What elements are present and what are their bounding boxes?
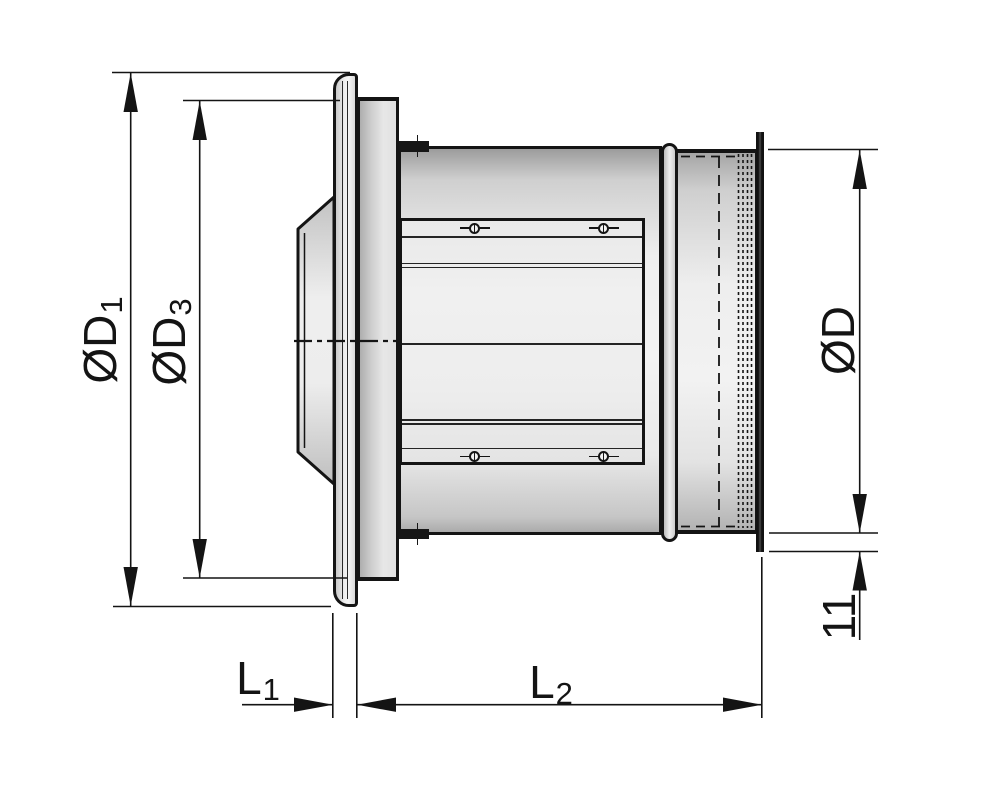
arrowhead-l1 <box>294 697 333 712</box>
arrowhead-d1-top <box>123 73 138 112</box>
dim-label-d1-sub: 1 <box>94 296 130 314</box>
access-panel <box>398 217 645 468</box>
panel-screw <box>588 446 619 468</box>
dim-label-l2-text: L <box>529 656 555 708</box>
dim-label-l1: L1 <box>236 652 280 705</box>
panel-seam-line <box>401 419 642 421</box>
rolled-bead <box>660 142 678 542</box>
dim-label-d1: ØD1 <box>74 296 129 384</box>
front-flange-inner-line <box>347 81 349 599</box>
dim-label-d3-text: ØD <box>143 316 195 386</box>
dim-label-l2: L2 <box>529 656 573 709</box>
dim-label-11-text: 11 <box>813 592 865 641</box>
dim-label-d1-text: ØD <box>74 314 126 384</box>
arrowhead-l2-left <box>357 697 396 712</box>
screw-tick <box>602 451 605 462</box>
clamp-tab-bottom-tick <box>416 523 419 545</box>
clamp-tab-top <box>399 141 429 152</box>
clamp-tab-bottom <box>399 528 429 539</box>
rear-flange <box>755 132 764 552</box>
arrowhead-d3-top <box>192 101 207 140</box>
clamp-tab-top-tick <box>416 135 419 157</box>
screw-tick <box>473 451 476 462</box>
screw-tick <box>473 223 476 233</box>
dim-label-l1-text: L <box>236 652 262 704</box>
panel-seam-line <box>401 262 642 264</box>
panel-screw <box>588 217 619 239</box>
arrowhead-d-bottom <box>852 494 867 533</box>
arrowhead-d-top <box>852 150 867 189</box>
arrowhead-lip <box>852 551 867 591</box>
panel-seam-line <box>401 447 642 449</box>
panel-screw <box>459 217 490 239</box>
inlet-cone <box>296 195 336 486</box>
screw-tick <box>602 223 605 233</box>
duct-spigot <box>676 148 758 534</box>
dim-label-d: ØD <box>812 305 864 375</box>
flange-plate <box>356 97 399 581</box>
arrowhead-d1-bottom <box>123 567 138 606</box>
front-flange <box>332 73 358 607</box>
dim-label-11: 11 <box>813 592 865 641</box>
arrowhead-d3-bottom <box>192 539 207 578</box>
dim-label-d3: ØD3 <box>143 298 198 386</box>
panel-center-seam <box>401 342 642 345</box>
panel-seam-line <box>401 266 642 268</box>
dim-label-l2-sub: 2 <box>555 676 573 712</box>
dim-label-d3-sub: 3 <box>163 298 199 316</box>
front-flange-inner-line <box>342 81 344 599</box>
arrowhead-l2-right <box>723 697 762 712</box>
panel-seam-line <box>401 423 642 425</box>
dim-label-d-text: ØD <box>812 306 864 375</box>
dim-label-l1-sub: 1 <box>262 672 280 708</box>
panel-seam-line <box>401 236 642 238</box>
panel-screw <box>459 446 490 468</box>
